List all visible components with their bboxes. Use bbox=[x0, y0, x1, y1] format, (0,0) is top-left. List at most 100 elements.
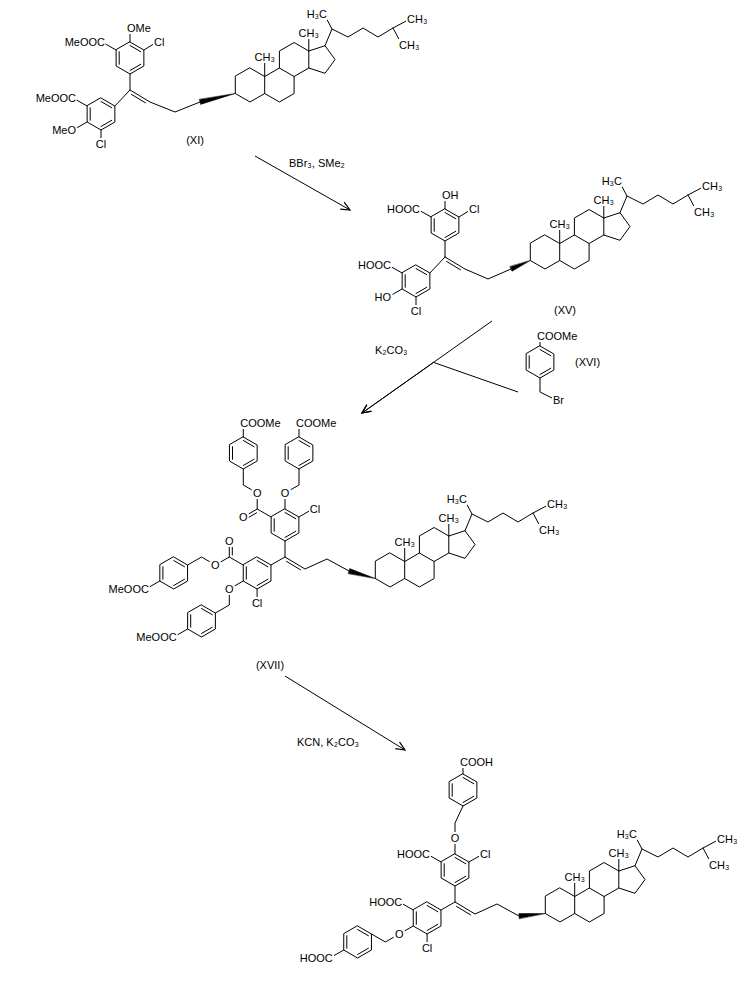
benzene-ring bbox=[285, 437, 313, 469]
benzene-ring bbox=[402, 265, 430, 297]
compound-structure: COOMeBr (XVI) bbox=[518, 326, 610, 410]
steroid-skeleton bbox=[235, 14, 410, 102]
atom-label: Cl bbox=[153, 36, 165, 48]
bond-lines bbox=[540, 336, 556, 400]
benzene-ring bbox=[87, 98, 115, 130]
wedge-bond bbox=[519, 914, 546, 919]
compound-number: (XVII) bbox=[255, 659, 285, 671]
atom-label: O bbox=[210, 559, 221, 571]
compound-number: (XVI) bbox=[574, 356, 601, 368]
atom-label: CH₃ bbox=[549, 218, 571, 230]
double-bond bbox=[132, 94, 146, 102]
atom-label: CH₃ bbox=[701, 180, 723, 192]
atom-label: Cl bbox=[468, 203, 480, 215]
bonds-group bbox=[73, 14, 720, 958]
compound-structure: COOHOHOOCClHOOCOHOOCClCH₃CH₃H₃CCH₃CH₃ bbox=[295, 750, 743, 968]
benzene-ring bbox=[116, 42, 144, 74]
atom-label: CH₃ bbox=[254, 51, 276, 63]
reagent-label: BBr₃, SMe₂ bbox=[288, 157, 346, 169]
benzene-ring bbox=[243, 557, 271, 589]
atom-label: HOOC bbox=[299, 952, 334, 964]
benzene-ring bbox=[413, 902, 441, 934]
atom-label: HOOC bbox=[386, 203, 421, 215]
atom-label: CH₃ bbox=[708, 859, 730, 871]
atom-label: Br bbox=[552, 394, 565, 406]
benzene-ring bbox=[160, 557, 188, 589]
atom-label: Cl bbox=[479, 848, 491, 860]
atom-label: O bbox=[450, 832, 461, 844]
bond-lines bbox=[330, 762, 519, 958]
reaction-arrow bbox=[255, 156, 350, 210]
steroid-skeleton bbox=[375, 499, 550, 587]
atom-label: MeOOC bbox=[35, 92, 77, 104]
atom-label: COOH bbox=[459, 756, 494, 768]
atom-label: CH₃ bbox=[716, 833, 738, 845]
atom-label: COOMe bbox=[536, 330, 578, 342]
reagent-label: KCN, K₂CO₃ bbox=[296, 736, 360, 748]
compound-structure: HOOCOHClHOOCHOClCH₃CH₃H₃CCH₃CH₃(XV) bbox=[350, 170, 727, 321]
atom-label: COOMe bbox=[239, 417, 281, 429]
atom-label: O bbox=[224, 583, 235, 595]
atom-label: HOOC bbox=[368, 896, 403, 908]
atom-label: H₃C bbox=[601, 175, 623, 187]
atom-label: O bbox=[224, 535, 235, 547]
atom-label: H₃C bbox=[306, 8, 328, 20]
atom-label: CH₃ bbox=[693, 206, 715, 218]
wedge-bond bbox=[510, 261, 530, 272]
compound-number: (XV) bbox=[553, 304, 577, 316]
benzene-ring bbox=[271, 509, 299, 541]
atom-label: CH₃ bbox=[438, 512, 460, 524]
compound-number: (XI) bbox=[185, 134, 205, 146]
steroid-skeleton bbox=[545, 834, 720, 922]
compound-structure: COOMeCOOMeOOOClOOMeOOCOMeOOCClCH₃CH₃H₃CC… bbox=[104, 413, 578, 676]
edge-group bbox=[255, 156, 518, 750]
benzene-ring bbox=[229, 437, 257, 469]
benzene-ring bbox=[188, 605, 216, 637]
atom-label: Cl bbox=[421, 942, 433, 954]
atom-label: MeO bbox=[51, 124, 77, 136]
atom-label: CH₃ bbox=[538, 524, 560, 536]
atom-label: MeOOC bbox=[108, 583, 150, 595]
atom-label: HOOC bbox=[396, 848, 431, 860]
atom-label: Cl bbox=[309, 503, 321, 515]
atom-label: H₃C bbox=[446, 493, 468, 505]
atom-label: O bbox=[280, 487, 291, 499]
atom-label: OMe bbox=[126, 22, 152, 34]
reagent-label: K₂CO₃ bbox=[374, 344, 409, 356]
atom-label: COOMe bbox=[295, 417, 337, 429]
benzene-ring bbox=[431, 209, 459, 241]
atom-label: CH₃ bbox=[593, 194, 615, 206]
wedge-bond bbox=[348, 569, 375, 579]
atom-label: O bbox=[238, 511, 249, 523]
benzene-ring bbox=[441, 854, 469, 886]
atom-label: HOOC bbox=[357, 259, 392, 271]
atom-label: MeOOC bbox=[64, 36, 106, 48]
atom-label: CH₃ bbox=[546, 498, 568, 510]
atom-label: Cl bbox=[95, 138, 107, 150]
atom-label: CH₃ bbox=[564, 871, 586, 883]
bond-lines bbox=[146, 423, 349, 637]
double-bond bbox=[457, 906, 471, 914]
atom-label: CH₃ bbox=[608, 847, 630, 859]
atom-label: OH bbox=[441, 189, 460, 201]
double-bond bbox=[447, 261, 461, 269]
benzene-ring bbox=[526, 346, 554, 378]
wedge-bond bbox=[199, 94, 235, 105]
reaction-arrow bbox=[362, 362, 518, 413]
atom-label: CH₃ bbox=[394, 536, 416, 548]
atom-label: CH₃ bbox=[298, 27, 320, 39]
atom-label: CH₃ bbox=[398, 39, 420, 51]
atom-label: O bbox=[252, 487, 263, 499]
atom-label: Cl bbox=[251, 597, 263, 609]
atom-label: CH₃ bbox=[406, 13, 428, 25]
steroid-skeleton bbox=[530, 181, 705, 269]
benzene-ring bbox=[449, 774, 477, 806]
atom-label: HO bbox=[374, 291, 393, 303]
compound-structure: MeOOCOMeClMeOOCMeOClCH₃CH₃H₃CCH₃CH₃(XI) bbox=[31, 2, 433, 156]
atom-label: H₃C bbox=[616, 828, 638, 840]
atom-label: MeOOC bbox=[135, 631, 177, 643]
benzene-ring bbox=[344, 926, 372, 958]
